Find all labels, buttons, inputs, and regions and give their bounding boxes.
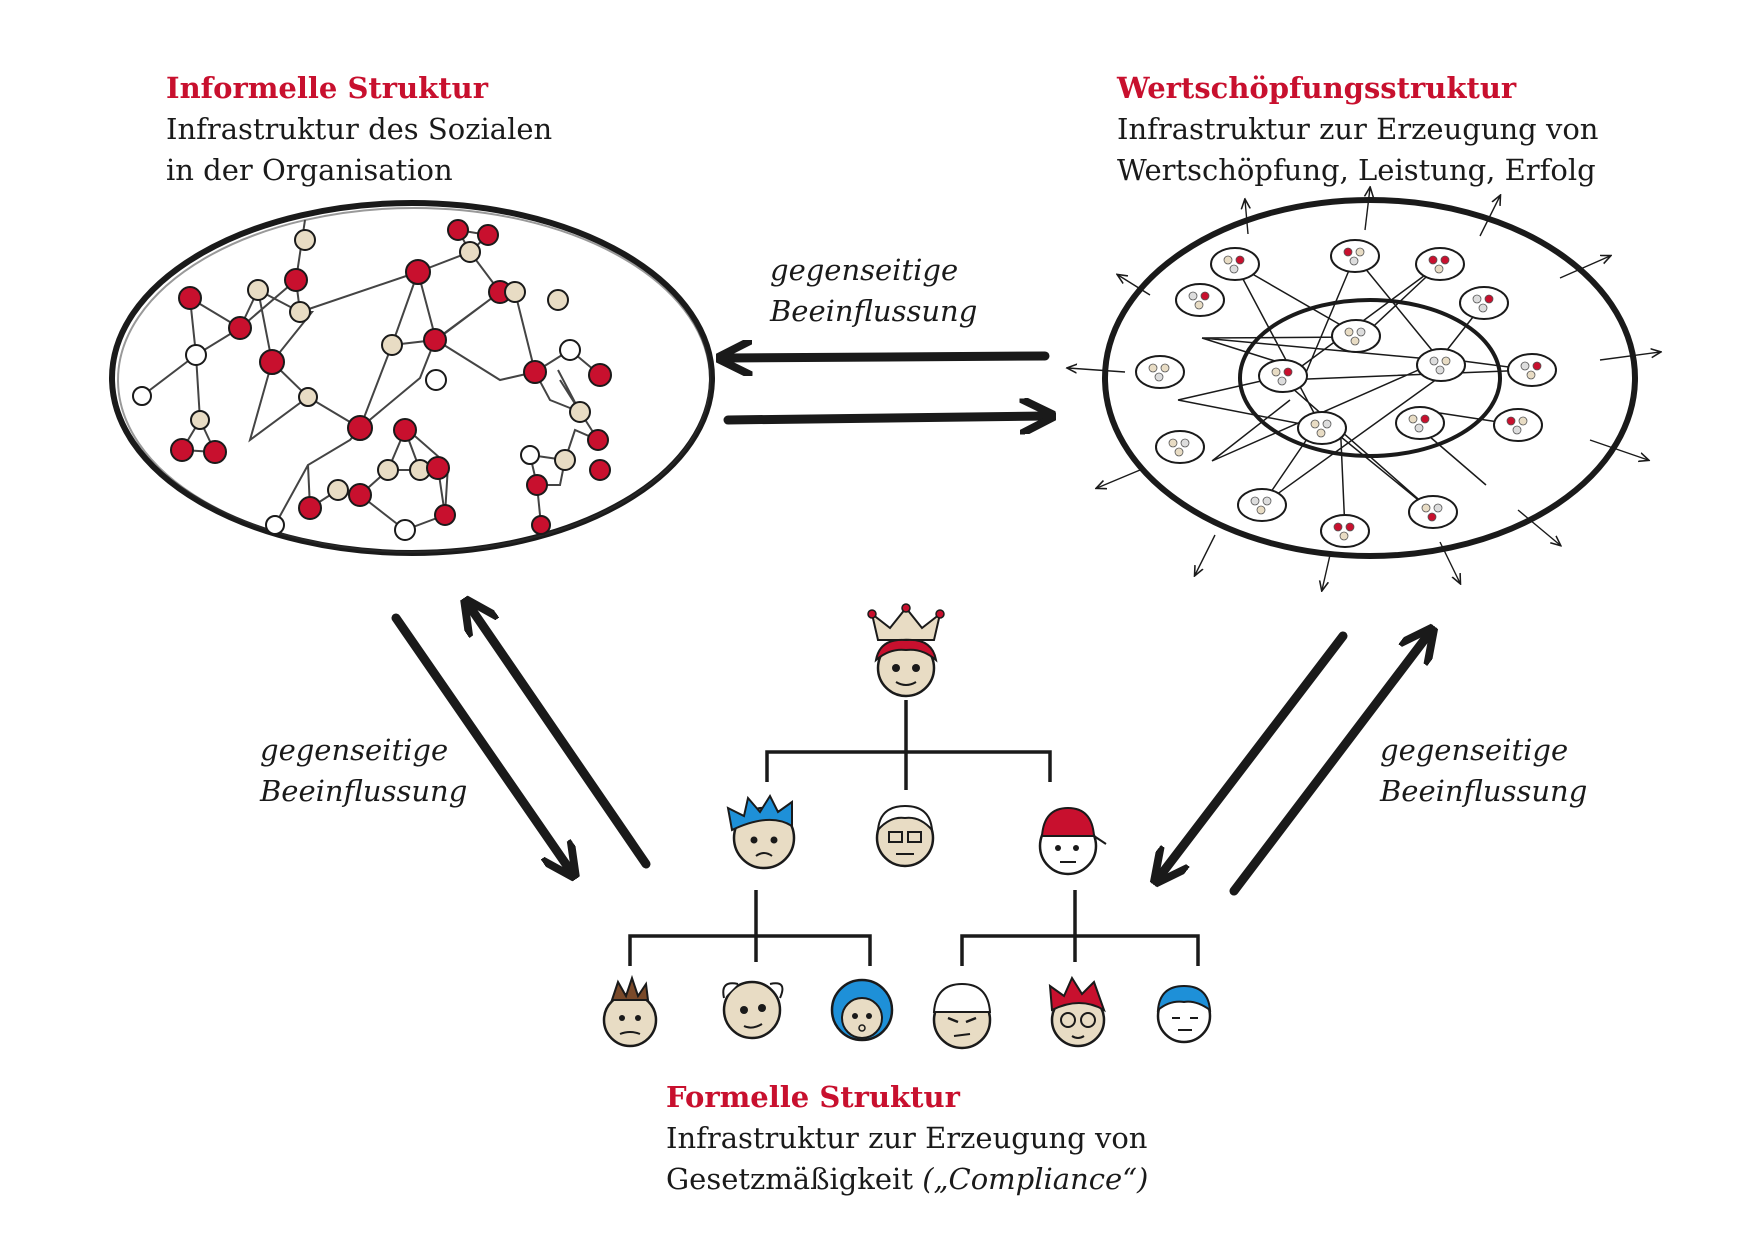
arrow-right-up [1229,635,1428,896]
influence-arrows [391,356,1428,896]
manager-glasses-head [875,804,935,868]
value-structure-title: Wertschöpfungsstruktur [1117,71,1517,105]
formal-structure-desc-1: Infrastruktur zur Erzeugung von [666,1121,1148,1155]
influence-label-left: gegenseitige Beeinflussung [260,733,468,808]
employee-blue-spiky-head [1156,984,1212,1044]
value-structure-heading: Wertschöpfungsstruktur Infrastruktur zur… [1117,68,1599,191]
formal-structure-heading: Formelle Struktur Infrastruktur zur Erze… [666,1077,1148,1200]
arrow-top-right [723,416,1045,420]
informal-network [109,200,715,556]
value-structure-desc-1: Infrastruktur zur Erzeugung von [1117,112,1599,146]
influence-label-top: gegenseitige Beeinflussung [770,253,978,328]
informal-structure-title: Informelle Struktur [166,71,489,105]
employee-white-helmet-head [932,982,992,1050]
arrow-left-down [391,613,570,870]
boss-head [867,603,945,698]
informal-structure-desc-2: in der Organisation [166,153,453,187]
employee-spiky-brown-head [602,974,658,1048]
informal-structure-desc-1: Infrastruktur des Sozialen [166,112,553,146]
value-network [1068,188,1660,590]
org-chart-lines [628,700,1200,966]
arrow-left-up [470,607,651,869]
employee-white-hair-head [722,980,784,1040]
team-clusters [1135,239,1557,548]
formal-hierarchy [602,603,1212,1050]
employee-blue-hair-head [830,978,894,1042]
team-members [1148,247,1542,541]
value-outward-arrows [1068,188,1660,590]
value-links [1177,255,1533,532]
arrow-right-down [1160,631,1348,876]
formal-structure-desc-2: Gesetzmäßigkeit („Compliance“) [666,1162,1149,1196]
formal-structure-title: Formelle Struktur [666,1080,960,1114]
employee-red-hair-glasses-head [1048,975,1106,1048]
value-structure-desc-2: Wertschöpfung, Leistung, Erfolg [1117,153,1596,187]
informal-structure-heading: Informelle Struktur Infrastruktur des So… [166,68,552,191]
arrow-top-left [727,356,1050,358]
influence-label-right: gegenseitige Beeinflussung [1380,733,1588,808]
network-nodes [132,219,612,541]
manager-blue-head [726,793,796,870]
manager-cap-head [1038,806,1107,876]
